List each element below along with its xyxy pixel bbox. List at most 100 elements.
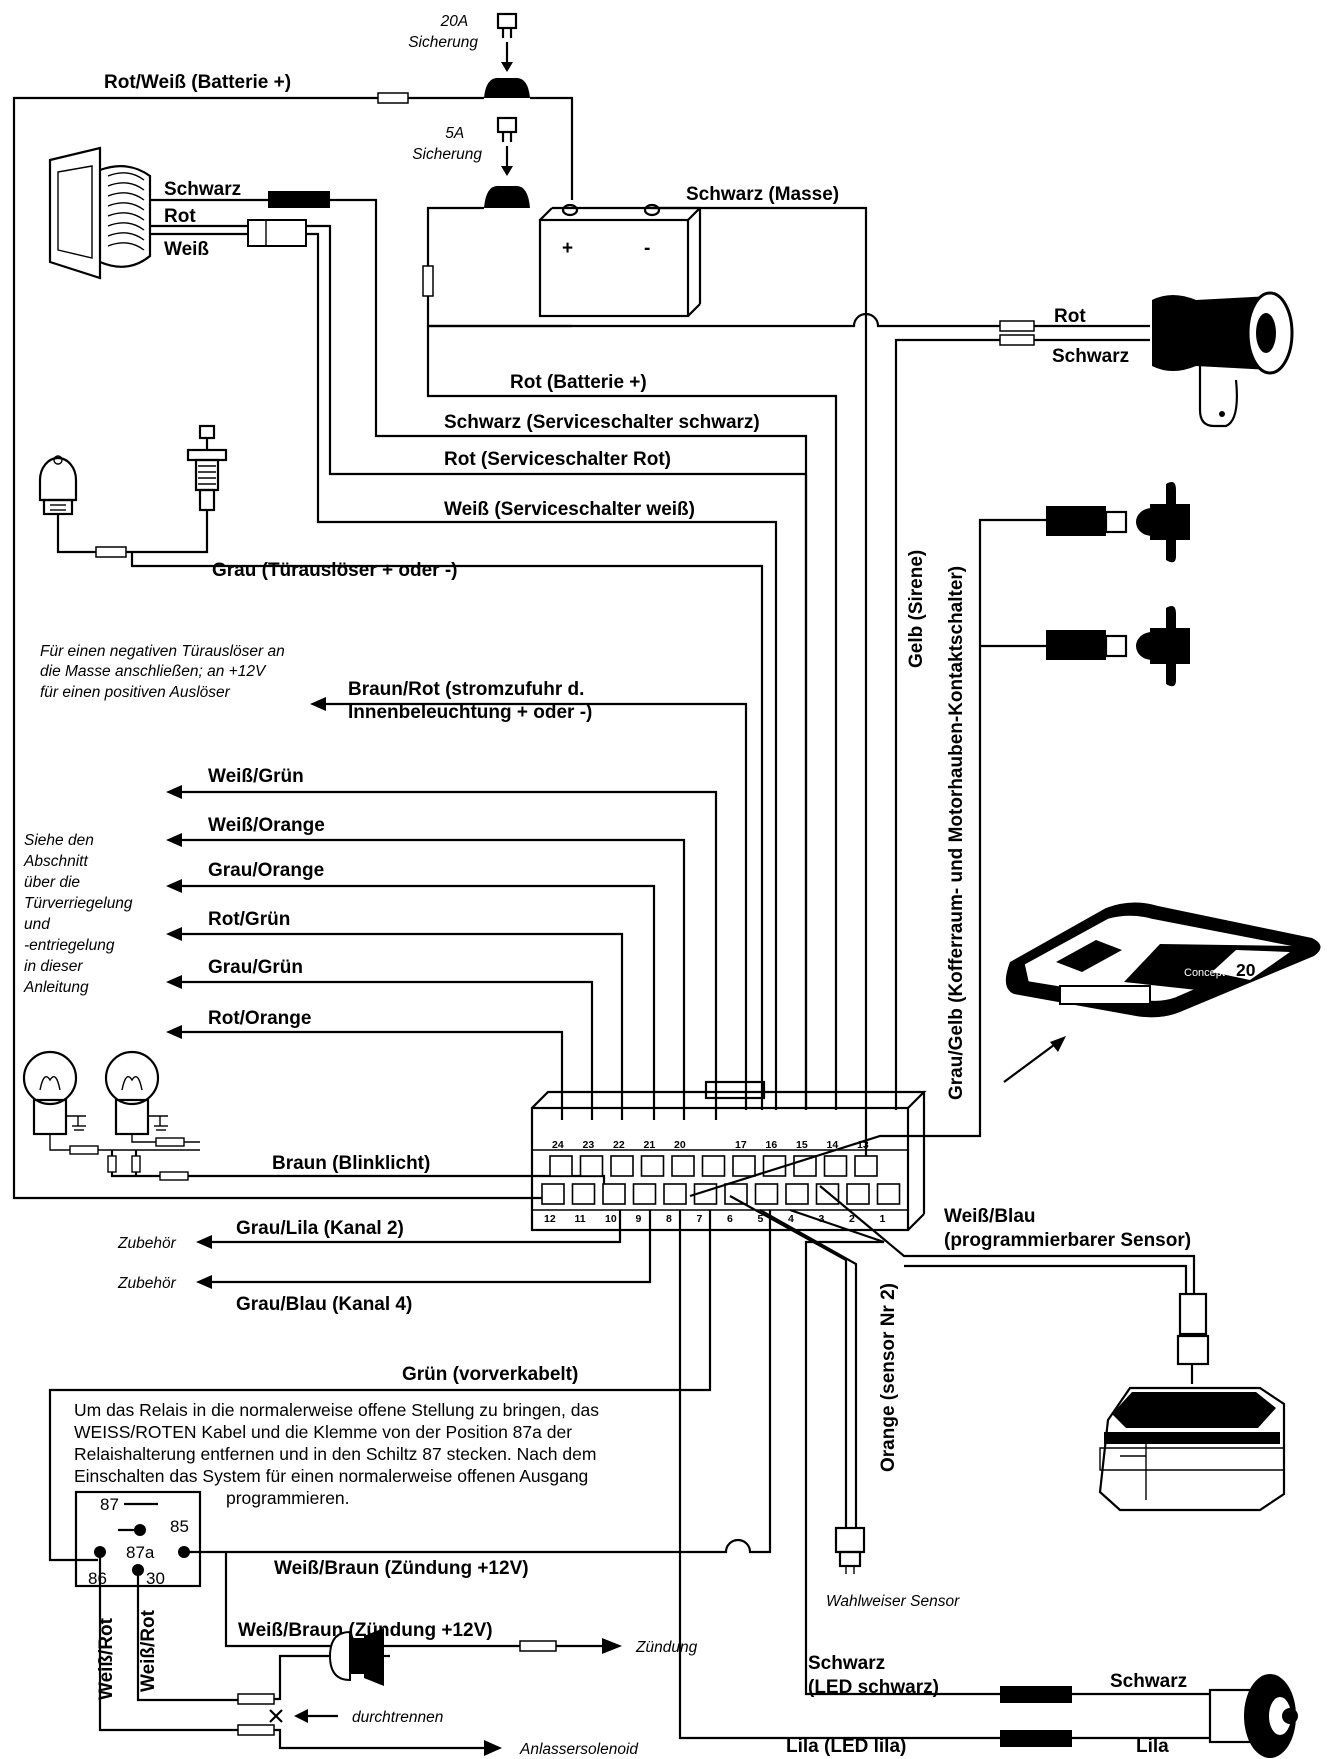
connector-top-pin-label: 17 <box>735 1139 747 1151</box>
label-brown-blink: Braun (Blinklicht) <box>272 1153 430 1174</box>
wire-grey-yellow <box>689 518 1046 1198</box>
connector-top-pin-label: 15 <box>796 1139 808 1151</box>
label-green-prewired: Grün (vorverkabelt) <box>402 1364 578 1385</box>
connector-top-pin-label: 20 <box>674 1139 686 1151</box>
optional-sensor <box>834 1526 866 1574</box>
label-grey-purple: Grau/Lila (Kanal 2) <box>236 1218 404 1239</box>
fuse-20a <box>484 12 530 98</box>
label-starter: Anlassersolenoid <box>519 1741 639 1758</box>
connector-bottom-pin-label: 9 <box>636 1213 642 1225</box>
label-switch-red: Rot <box>164 206 196 227</box>
label-accessory-1: Zubehör <box>117 1235 177 1252</box>
connector-bottom-pin-label: 1 <box>880 1213 886 1225</box>
wire-grey-blue <box>208 1210 652 1284</box>
label-optional-sensor: Wahlweiser Sensor <box>826 1593 960 1610</box>
blinker-lamp-1 <box>22 1050 86 1136</box>
connector-top-cell <box>610 1155 634 1177</box>
note-door-lock: Siehe den Abschnitt über die Türverriege… <box>23 832 137 996</box>
connector-top-cell <box>823 1155 848 1177</box>
connector-bottom-cell <box>541 1183 565 1205</box>
svg-text:Concept: Concept <box>1184 967 1225 979</box>
wire-white-service <box>306 232 778 1110</box>
label-grey-blue: Grau/Blau (Kanal 4) <box>236 1294 412 1315</box>
label-led-black-2: (LED schwarz) <box>808 1677 939 1698</box>
remote-transmitter: 20 Concept <box>1005 902 1321 1018</box>
label-siren-red: Rot <box>1054 306 1086 327</box>
connector-bottom-pin-label: 6 <box>727 1213 733 1225</box>
connector-top-pin-label: 13 <box>857 1139 869 1151</box>
label-red-green: Rot/Grün <box>208 909 290 930</box>
wire-yellow-siren <box>894 338 1150 1110</box>
wire-white-red-2 <box>136 1576 238 1702</box>
label-brown-red-2: Innenbeleuchtung + oder -) <box>348 702 592 723</box>
connector-top-cell <box>854 1155 878 1177</box>
connector-bottom-pin-label: 3 <box>819 1213 825 1225</box>
wire-led-purple <box>678 1210 1000 1740</box>
label-white-red-1: Weiß/Rot <box>96 1617 117 1700</box>
label-red-battery: Rot (Batterie +) <box>510 372 647 393</box>
connector-bottom-cell <box>876 1183 901 1205</box>
connector-bottom-cell <box>724 1183 748 1205</box>
wire-black-service <box>330 198 808 1110</box>
label-brown-red-1: Braun/Rot (stromzufuhr d. <box>348 679 584 700</box>
wire-fuse5-to-battery <box>426 206 572 328</box>
wire-white-brown-1 <box>184 1210 772 1554</box>
label-white-service: Weiß (Serviceschalter weiß) <box>444 499 695 520</box>
wire-grey-purple <box>208 1210 622 1244</box>
connector-bottom-pin-label: 2 <box>849 1213 855 1225</box>
fuse-5a-label: 5A Sicherung <box>412 125 482 163</box>
wire-orange-sensor <box>759 1209 858 1528</box>
connector-bottom-cell <box>571 1183 596 1205</box>
fuse-20a-label: 20A Sicherung <box>408 13 478 51</box>
label-red-service: Rot (Serviceschalter Rot) <box>444 449 671 470</box>
ignition-switch <box>328 1628 384 1686</box>
label-red-orange: Rot/Orange <box>208 1008 311 1029</box>
label-white-red-2: Weiß/Rot <box>138 1609 159 1692</box>
connector-top-cell <box>701 1155 726 1177</box>
connector-top-cell <box>579 1155 604 1177</box>
connector-bottom-cell <box>632 1183 657 1205</box>
label-cut: durchtrennen <box>352 1709 443 1726</box>
connector-top-pin-label: 16 <box>766 1139 778 1151</box>
connector-bottom-cell <box>602 1183 626 1205</box>
label-grey-green: Grau/Grün <box>208 957 303 978</box>
label-red-white-battery: Rot/Weiß (Batterie +) <box>104 72 291 93</box>
door-pin-switch <box>186 424 228 512</box>
label-white-blue-1: Weiß/Blau <box>944 1206 1036 1227</box>
programmable-sensor <box>1098 1292 1286 1512</box>
connector-top-cell <box>671 1155 695 1177</box>
label-orange-sensor: Orange (sensor Nr 2) <box>878 1283 899 1472</box>
note-door-trigger: Für einen negativen Türauslöser an die M… <box>40 643 289 701</box>
label-grey-yellow: Grau/Gelb (Kofferraum- und Motorhauben-K… <box>946 566 967 1100</box>
label-ignition: Zündung <box>635 1639 698 1656</box>
wire-brown-red <box>322 702 748 1110</box>
battery: + - <box>538 203 702 318</box>
label-white-brown-2: Weiß/Braun (Zündung +12V) <box>238 1620 493 1641</box>
connector-top-pin-label: 24 <box>552 1139 564 1151</box>
label-white-blue-2: (programmierbarer Sensor) <box>944 1230 1191 1251</box>
label-accessory-2: Zubehör <box>117 1275 177 1292</box>
label-ground: Schwarz (Masse) <box>686 184 839 205</box>
label-led-purple: Lila (LED lila) <box>786 1736 906 1757</box>
label-grey-orange: Grau/Orange <box>208 860 324 881</box>
label-led-black-right: Schwarz <box>1110 1671 1187 1692</box>
label-white-brown-1: Weiß/Braun (Zündung +12V) <box>274 1558 529 1579</box>
wire-white-blue <box>819 1185 1196 1294</box>
svg-text:30: 30 <box>146 1569 165 1588</box>
svg-text:20: 20 <box>1236 960 1256 980</box>
label-black-service: Schwarz (Serviceschalter schwarz) <box>444 412 760 433</box>
wire-red-battery <box>426 326 838 1110</box>
hood-switch-1 <box>1046 482 1190 563</box>
connector-bottom-pin-label: 8 <box>666 1213 672 1225</box>
wire-grey-door <box>130 552 764 1110</box>
svg-text:+: + <box>562 238 573 259</box>
connector-bottom-pin-label: 7 <box>697 1213 703 1225</box>
note-relay: Um das Relais in die normalerweise offen… <box>74 1400 604 1508</box>
svg-text:85: 85 <box>170 1517 189 1536</box>
svg-text:87a: 87a <box>126 1543 155 1562</box>
connector-bottom-cell <box>754 1183 779 1205</box>
hood-switch-2 <box>1046 606 1190 687</box>
connector-top-cell <box>549 1155 573 1177</box>
led-indicator <box>1208 1674 1298 1758</box>
svg-text:-: - <box>644 238 650 259</box>
